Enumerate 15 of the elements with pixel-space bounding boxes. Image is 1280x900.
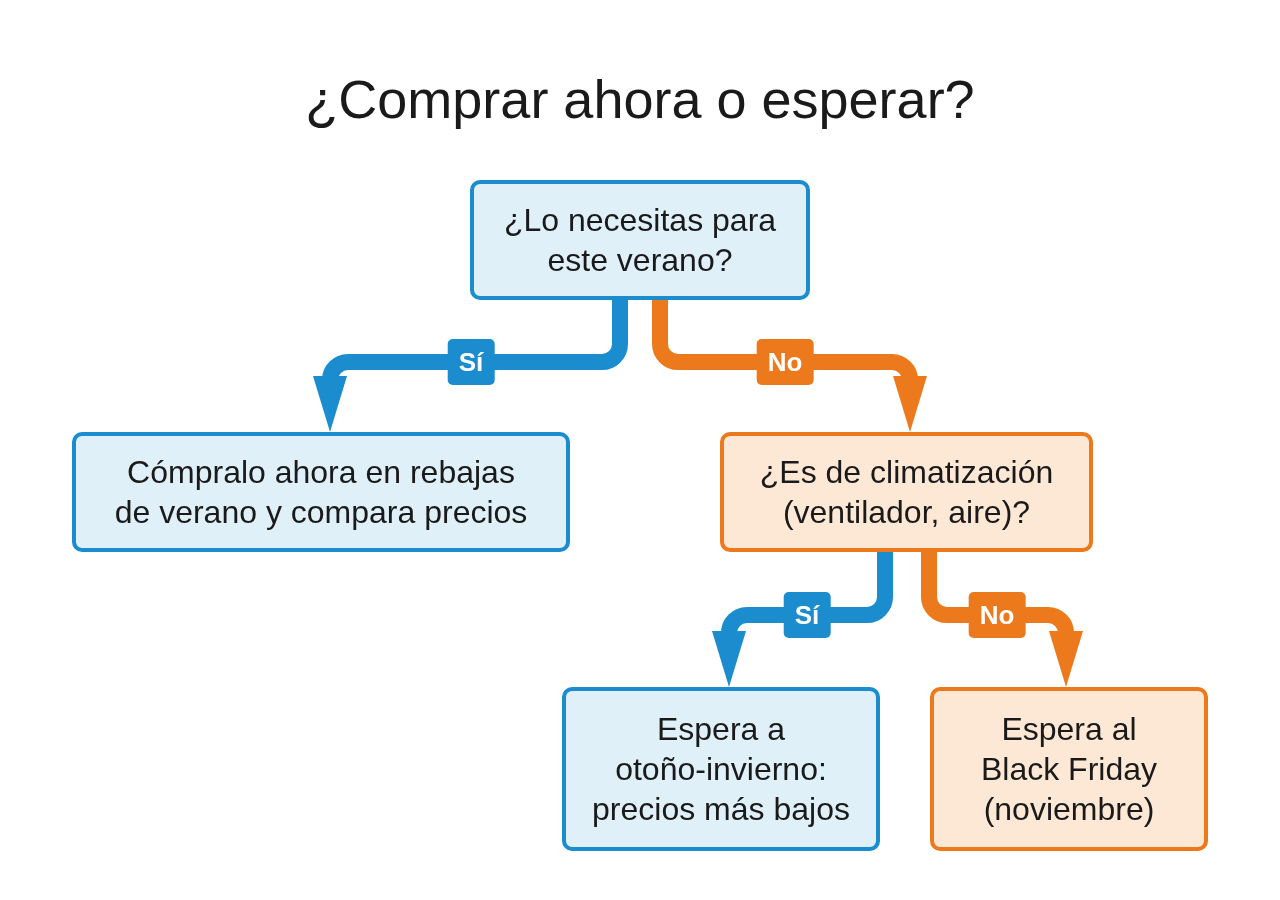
decision-box <box>470 180 810 300</box>
edge-label: Sí <box>783 592 831 638</box>
edge-label: No <box>756 339 814 385</box>
node-text: Cómpralo ahora en rebajas de verano y compara precios <box>113 453 529 532</box>
decision-box <box>720 432 1093 552</box>
node-text: ¿Es de climatización (ventilador, aire)? <box>758 453 1055 532</box>
result-box <box>562 687 880 851</box>
node-text: Espera a otoño-invierno: precios más bajos <box>591 710 851 829</box>
edge-label: No <box>968 592 1026 638</box>
node-text: ¿Lo necesitas para este verano? <box>502 201 778 280</box>
result-box <box>930 687 1208 851</box>
result-box <box>72 432 570 552</box>
title: ¿Comprar ahora o esperar? <box>304 68 976 131</box>
edge-label: Sí <box>447 339 495 385</box>
node-text: Espera al Black Friday (noviembre) <box>979 710 1158 829</box>
